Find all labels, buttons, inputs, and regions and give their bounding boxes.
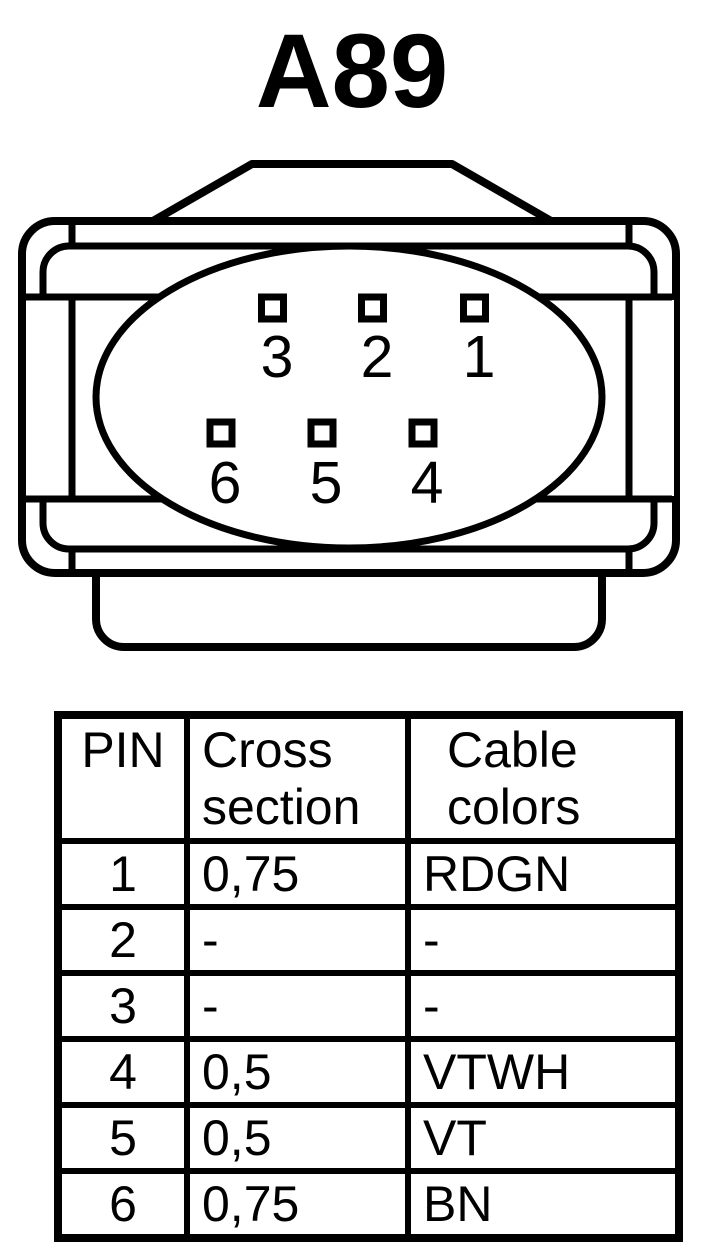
cell-pin: 4 xyxy=(55,1036,190,1108)
table-header-row: PIN Cross section Cable colors xyxy=(55,712,682,844)
pin-2-square xyxy=(358,293,387,323)
cell-cross-section: - xyxy=(184,970,411,1042)
cell-cable-colors: - xyxy=(405,970,682,1042)
pin-1-square xyxy=(460,293,489,323)
table-row: 6 0,75 BN xyxy=(55,1168,682,1241)
header-color-line2: colors xyxy=(447,779,581,835)
header-color-line1: Cable xyxy=(447,722,578,778)
header-cross-section: Cross section xyxy=(184,712,411,844)
pin-5-square xyxy=(307,418,337,448)
pin-5-label: 5 xyxy=(310,450,343,516)
header-cable-colors: Cable colors xyxy=(405,712,682,844)
connector-face xyxy=(92,242,606,552)
cell-pin: 5 xyxy=(55,1102,190,1174)
cell-cross-section: 0,75 xyxy=(184,1168,411,1241)
cell-cross-section: 0,75 xyxy=(184,838,411,910)
header-pin-text: PIN xyxy=(81,722,165,778)
pin-4-label: 4 xyxy=(411,450,444,516)
table-row: 1 0,75 RDGN xyxy=(55,838,682,910)
cell-pin: 1 xyxy=(55,838,190,910)
pin-1-label: 1 xyxy=(463,324,496,390)
header-cross-line2: section xyxy=(202,779,361,835)
table-row: 5 0,5 VT xyxy=(55,1102,682,1174)
cell-pin: 2 xyxy=(55,904,190,976)
cell-cable-colors: VTWH xyxy=(405,1036,682,1108)
cell-cable-colors: - xyxy=(405,904,682,976)
pin-3-label: 3 xyxy=(261,324,294,390)
pinout-table: PIN Cross section Cable colors 1 0,75 RD… xyxy=(54,711,683,1242)
connector-diagram: 3 2 1 6 5 4 xyxy=(0,150,704,670)
cell-pin: 6 xyxy=(55,1168,190,1241)
header-cross-line1: Cross xyxy=(202,722,333,778)
pin-2-label: 2 xyxy=(361,324,394,390)
cell-cable-colors: BN xyxy=(405,1168,682,1241)
cell-pin: 3 xyxy=(55,970,190,1042)
table-row: 4 0,5 VTWH xyxy=(55,1036,682,1108)
table-row: 3 - - xyxy=(55,970,682,1042)
connector-keyway xyxy=(142,160,562,229)
pin-4-square xyxy=(408,418,438,448)
pin-3-square xyxy=(258,293,287,323)
pin-6-square xyxy=(206,418,236,448)
cell-cross-section: 0,5 xyxy=(184,1102,411,1174)
header-pin: PIN xyxy=(55,712,190,844)
connector-title: A89 xyxy=(255,13,449,130)
connector-drawing: 3 2 1 6 5 4 xyxy=(18,160,680,651)
cell-cable-colors: VT xyxy=(405,1102,682,1174)
cell-cross-section: - xyxy=(184,904,411,976)
table-row: 2 - - xyxy=(55,904,682,976)
cell-cable-colors: RDGN xyxy=(405,838,682,910)
pin-6-label: 6 xyxy=(209,450,242,516)
cell-cross-section: 0,5 xyxy=(184,1036,411,1108)
